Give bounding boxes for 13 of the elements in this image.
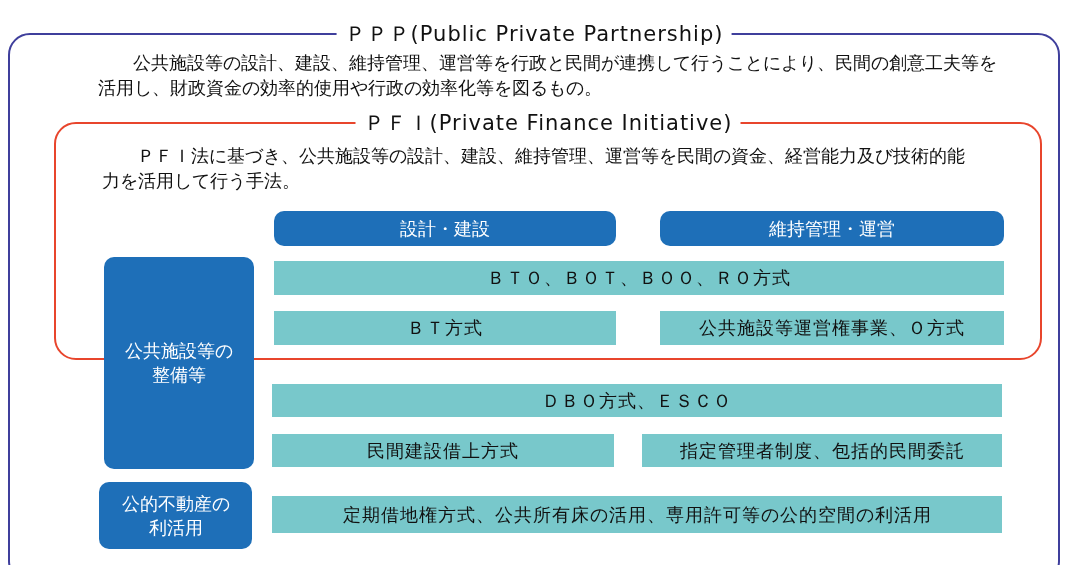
method-bar: ＤＢＯ方式、ＥＳＣＯ — [272, 384, 1002, 417]
header-box: 設計・建設 — [274, 211, 616, 246]
method-bar: ＢＴＯ、ＢＯＴ、ＢＯＯ、ＲＯ方式 — [274, 261, 1004, 295]
method-bar: ＢＴ方式 — [274, 311, 616, 345]
description-text: 公共施設等の設計、建設、維持管理、運営等を行政と民間が連携して行うことにより、民間の創意工夫等を活用し、財政資金の効率的使用や行政の効率化等を図るもの。 — [98, 52, 998, 100]
category-box: 公共施設等の整備等 — [104, 257, 254, 469]
method-bar: 公共施設等運営権事業、Ｏ方式 — [660, 311, 1004, 345]
method-bar: 指定管理者制度、包括的民間委託 — [642, 434, 1002, 467]
method-bar: 定期借地権方式、公共所有床の活用、専用許可等の公的空間の利活用 — [272, 496, 1002, 533]
description-text: ＰＦＩ法に基づき、公共施設等の設計、建設、維持管理、運営等を民間の資金、経営能力及び技術的能力を活用して行う手法。 — [102, 145, 966, 193]
header-box: 維持管理・運営 — [660, 211, 1004, 246]
category-box: 公的不動産の利活用 — [99, 482, 252, 549]
method-bar: 民間建設借上方式 — [272, 434, 614, 467]
